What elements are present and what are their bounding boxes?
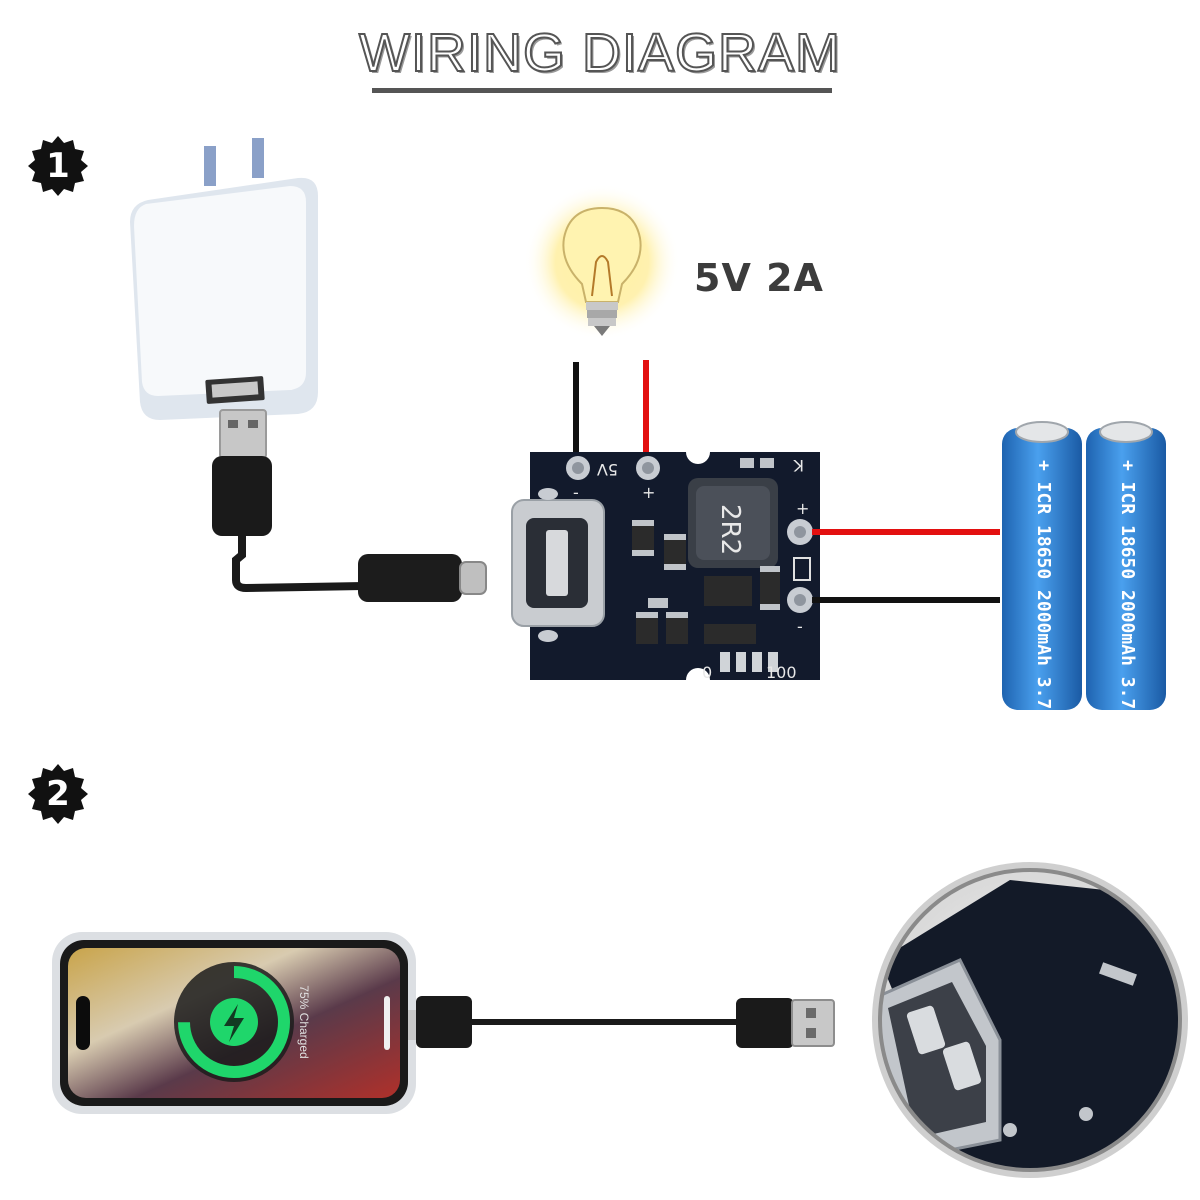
battery-silkscreen-icon	[793, 557, 811, 581]
usb-c-plug	[358, 554, 487, 602]
batt-plus-silkscreen: +	[796, 499, 809, 518]
battery-2-label: + ICR 18650 2000mAh 3.7v -	[1117, 460, 1138, 742]
lightning-cable	[408, 996, 835, 1048]
step-2-badge: 2	[26, 762, 90, 826]
wall-charger	[130, 138, 318, 420]
batt-minus-silkscreen: -	[797, 617, 803, 636]
step-2-number: 2	[46, 774, 70, 814]
smartphone: 75% Charged	[52, 932, 416, 1114]
battery-1-label: + ICR 18650 2000mAh 3.7v -	[1033, 460, 1054, 742]
led-scale-low: 0	[702, 663, 712, 682]
led-scale-high: 100	[766, 663, 797, 682]
battery-cell-1: + ICR 18650 2000mAh 3.7v -	[1002, 421, 1082, 742]
usb-a-plug	[212, 409, 272, 536]
diagram-title: WIRING DIAGRAM	[358, 22, 841, 84]
out-minus-silkscreen: -	[573, 483, 579, 502]
charge-ring	[178, 966, 290, 1078]
charge-status-text: 75% Charged	[297, 985, 311, 1058]
lightning-bolt-icon	[224, 1004, 244, 1042]
light-bulb	[524, 184, 680, 340]
dynamic-island	[76, 996, 90, 1050]
corner-silkscreen: K	[793, 456, 804, 475]
usb-port-zoom	[872, 862, 1188, 1178]
gear-badge-icon	[28, 764, 88, 824]
out-plus-silkscreen: +	[642, 483, 655, 502]
inductor-marking: 2R2	[715, 504, 745, 555]
charging-module: 5V - + K 2R2 + - 0 100	[511, 452, 820, 682]
load-rating-label: 5V 2A	[694, 256, 824, 300]
step-1-number: 1	[46, 146, 70, 186]
gear-badge-icon	[28, 136, 88, 196]
battery-cell-2: + ICR 18650 2000mAh 3.7v -	[1086, 421, 1166, 742]
step-1-badge: 1	[26, 134, 90, 198]
title-underline	[372, 88, 832, 93]
out-voltage-silkscreen: 5V	[597, 460, 618, 479]
usb-cable	[232, 536, 365, 593]
